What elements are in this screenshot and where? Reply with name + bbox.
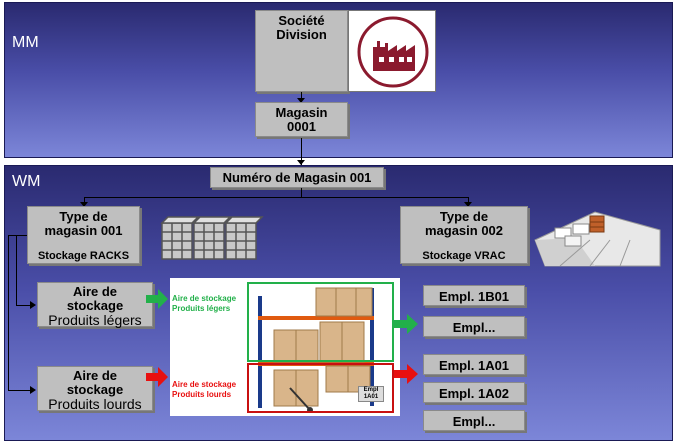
empl-label: Empl. 1B01 bbox=[438, 289, 510, 304]
photo-label-lourds-a: Aire de stockage bbox=[172, 380, 237, 389]
connector-line bbox=[16, 235, 17, 305]
aire2-sub: Produits lourds bbox=[48, 396, 142, 412]
factory-icon bbox=[357, 16, 429, 88]
green-arrow bbox=[146, 289, 168, 309]
aire2-line1: Aire de bbox=[72, 368, 118, 383]
photo-label-legers: Aire de stockage Produits légers bbox=[172, 294, 236, 314]
societe-text: Société bbox=[278, 13, 325, 28]
aire1-line2: stockage bbox=[66, 298, 124, 313]
photo-label-lourds: Aire de stockage Produits lourds bbox=[172, 380, 236, 400]
numero-magasin-text: Numéro de Magasin 001 bbox=[222, 170, 372, 185]
aire2-line2: stockage bbox=[66, 382, 124, 397]
arrow-head bbox=[80, 202, 88, 207]
aire1-line1: Aire de bbox=[72, 284, 118, 299]
connector-line bbox=[84, 197, 85, 206]
type1-line2: magasin 001 bbox=[44, 223, 123, 238]
empl-tag: Empl 1A01 bbox=[358, 386, 384, 402]
empl-tag-b: 1A01 bbox=[363, 394, 379, 400]
type2-sub: Stockage VRAC bbox=[422, 250, 506, 262]
empl-box: Empl. 1A02 bbox=[423, 382, 525, 403]
connector-line bbox=[84, 197, 468, 198]
empl-tag-a: Empl bbox=[363, 387, 379, 393]
mm-label: MM bbox=[12, 34, 39, 51]
arrow-head bbox=[464, 202, 472, 207]
factory-icon-box bbox=[348, 10, 436, 92]
empl-box: Empl... bbox=[423, 410, 525, 431]
connector-line bbox=[16, 305, 32, 306]
bulk-storage-icon bbox=[534, 211, 661, 267]
magasin-number: 0001 bbox=[287, 119, 316, 134]
aire1-sub: Produits légers bbox=[48, 312, 142, 328]
magasin-box: Magasin 0001 bbox=[255, 102, 348, 137]
warehouse-photo: Aire de stockage Produits légers Aire de… bbox=[170, 278, 400, 416]
type-magasin-002-box: Type de magasin 002 Stockage VRAC bbox=[400, 206, 528, 264]
connector-line bbox=[8, 390, 32, 391]
division-text: Division bbox=[276, 27, 327, 42]
type1-sub: Stockage RACKS bbox=[37, 250, 130, 262]
magasin-title: Magasin bbox=[275, 105, 328, 120]
green-arrow bbox=[394, 314, 418, 334]
arrow-head bbox=[297, 98, 305, 103]
type1-line1: Type de bbox=[59, 209, 108, 224]
arrow-head bbox=[30, 301, 36, 309]
connector-line bbox=[468, 197, 469, 206]
empl-box: Empl... bbox=[423, 316, 525, 337]
photo-label-legers-a: Aire de stockage bbox=[172, 294, 237, 303]
empl-box: Empl. 1A01 bbox=[423, 354, 525, 375]
connector-line bbox=[301, 138, 302, 165]
type2-line2: magasin 002 bbox=[424, 223, 504, 238]
arrow-head bbox=[297, 160, 305, 165]
connector-line bbox=[301, 188, 302, 197]
numero-magasin-box: Numéro de Magasin 001 bbox=[210, 167, 384, 188]
empl-label: Empl... bbox=[452, 320, 496, 335]
aire-stockage-lourds-box: Aire de stockage Produits lourds bbox=[37, 366, 153, 412]
aire-stockage-legers-box: Aire de stockage Produits légers bbox=[37, 282, 153, 328]
connector-line bbox=[8, 235, 27, 236]
photo-label-legers-b: Produits légers bbox=[172, 304, 231, 313]
societe-division-box: Société Division bbox=[255, 10, 348, 92]
rack-photo-illustration bbox=[247, 282, 394, 413]
connector-line bbox=[8, 235, 9, 390]
red-arrow bbox=[394, 364, 418, 384]
empl-label: Empl. 1A01 bbox=[438, 358, 510, 373]
racks-icon bbox=[160, 216, 264, 260]
empl-label: Empl... bbox=[452, 414, 496, 429]
photo-label-lourds-b: Produits lourds bbox=[172, 390, 232, 399]
arrow-head bbox=[30, 386, 36, 394]
red-arrow bbox=[146, 367, 168, 387]
type-magasin-001-box: Type de magasin 001 Stockage RACKS bbox=[27, 206, 140, 264]
connector-line bbox=[301, 92, 302, 102]
wm-label: WM bbox=[12, 173, 41, 190]
empl-box: Empl. 1B01 bbox=[423, 285, 525, 306]
type2-line1: Type de bbox=[439, 209, 489, 224]
empl-label: Empl. 1A02 bbox=[438, 386, 510, 401]
